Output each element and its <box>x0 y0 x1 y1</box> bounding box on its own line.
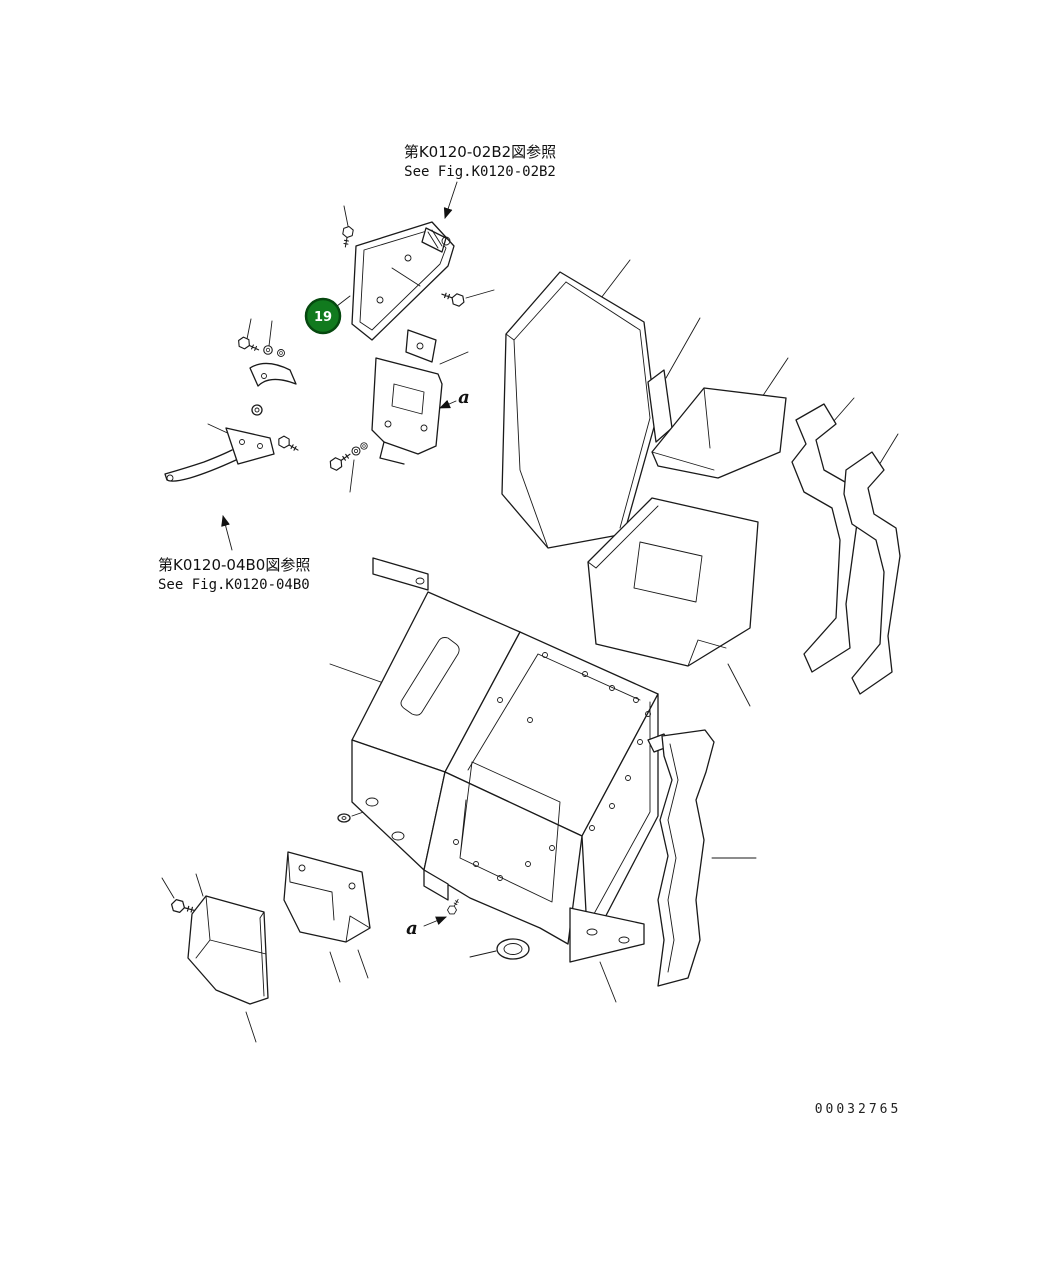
frame-foot-left <box>423 869 449 901</box>
lower-cover-panel <box>187 895 269 1005</box>
bolt-top <box>340 225 355 249</box>
right-tall-strip <box>657 729 757 987</box>
main-support-frame <box>329 557 705 1003</box>
top-ref-jp: 第K0120-02B2図参照 <box>404 143 556 161</box>
washer-left-2 <box>277 349 285 357</box>
hinge-piece <box>405 329 437 363</box>
balloon-number: 19 <box>314 310 332 325</box>
balloon-circle[interactable] <box>304 297 342 335</box>
frame-opening <box>459 761 561 903</box>
frame-top-tab <box>372 557 429 591</box>
spacer <box>251 404 263 416</box>
frame-foot-right <box>569 907 645 963</box>
view-a-upper-arrow <box>439 399 457 409</box>
washer-bottom-2 <box>360 442 368 450</box>
mount-frame <box>351 221 455 341</box>
view-a-upper: a <box>439 387 470 409</box>
view-a-lower: a <box>406 896 462 939</box>
left-reference-annotation: 第K0120-04B0図参照 See Fig.K0120-04B0 <box>158 515 310 593</box>
upper-bracket-assembly <box>164 205 495 493</box>
bolt-right <box>439 288 467 308</box>
cover-pad-lower <box>587 497 759 667</box>
lever-arm <box>164 449 237 482</box>
z-strip-2 <box>843 451 901 695</box>
left-ref-arrow <box>221 515 233 551</box>
washer-left-1 <box>263 345 273 355</box>
view-a-lower-label: a <box>406 918 418 939</box>
tall-strip-outline <box>657 729 715 987</box>
lower-left-parts <box>161 851 371 1043</box>
bolt-left <box>235 335 262 355</box>
z-strip-1 <box>791 403 859 673</box>
connector-block <box>421 227 447 253</box>
hook-bracket <box>249 362 297 387</box>
view-a-upper-label: a <box>458 387 470 408</box>
bolt-bottom <box>327 449 354 473</box>
grommet-group <box>469 938 530 960</box>
bolt-mid <box>275 434 302 456</box>
frame-washer <box>337 813 351 823</box>
left-ref-en: See Fig.K0120-04B0 <box>158 577 310 593</box>
lever-plate <box>225 427 275 465</box>
bracket-plate <box>371 357 443 455</box>
top-ref-arrow <box>443 181 458 219</box>
drawing-number: 00032765 <box>815 1102 902 1117</box>
top-ref-en: See Fig.K0120-02B2 <box>404 164 556 180</box>
part-balloon-19[interactable]: 19 <box>304 297 342 335</box>
cover-pads-group <box>501 259 901 707</box>
frame-bolt-holes <box>453 652 651 881</box>
step-bracket <box>283 851 371 943</box>
grommet <box>496 938 530 960</box>
top-reference-annotation: 第K0120-02B2図参照 See Fig.K0120-02B2 <box>404 143 556 219</box>
cover-pad-large <box>501 271 657 549</box>
cover-pad-middle <box>651 387 787 479</box>
washer-bottom-1 <box>351 446 361 456</box>
left-ref-jp: 第K0120-04B0図参照 <box>158 556 310 574</box>
view-a-lower-arrow <box>423 916 447 927</box>
